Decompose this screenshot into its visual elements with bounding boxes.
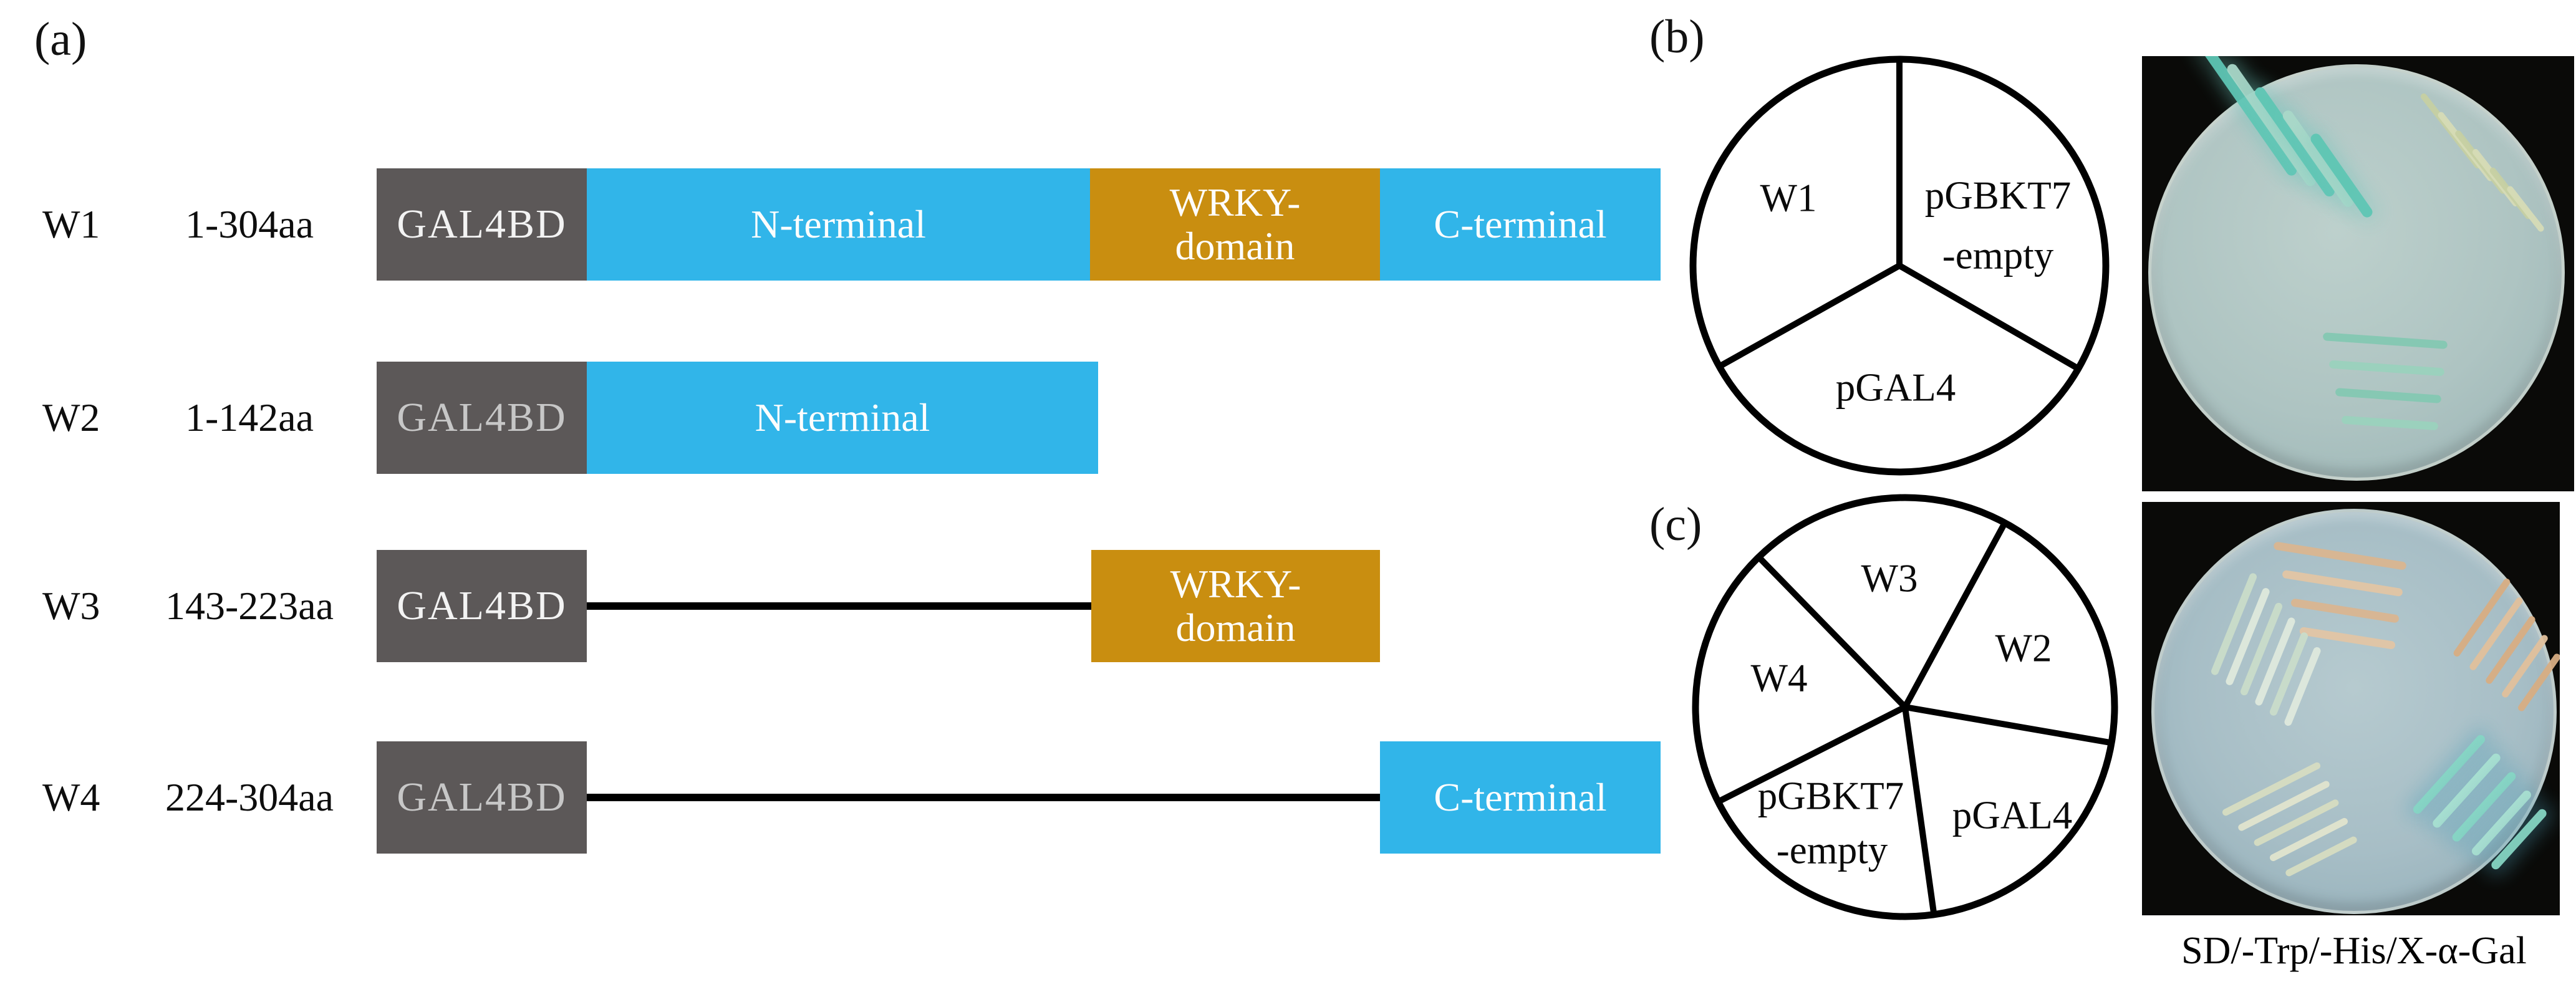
w4-linker-line <box>587 794 1380 801</box>
w2-nterminal-box: N-terminal <box>587 362 1098 474</box>
construct-w1-name: W1 <box>42 202 100 246</box>
panel-c-plate-photo <box>2142 502 2560 915</box>
w1-wrky-label-line2: domain <box>1175 224 1295 268</box>
w1-nterminal-box: N-terminal <box>587 168 1090 281</box>
w1-gal4bd-box: GAL4BD <box>377 168 587 281</box>
panel-c-sector-w3: W3 <box>1861 556 1918 600</box>
w4-gal4bd-label: GAL4BD <box>397 774 567 820</box>
panel-c-sector-w4: W4 <box>1750 656 1808 700</box>
w3-wrky-box: WRKY- domain <box>1091 550 1380 662</box>
w3-wrky-label-line1: WRKY- <box>1170 562 1301 606</box>
panel-a-label: (a) <box>34 13 87 65</box>
w1-nterminal-label: N-terminal <box>751 202 926 246</box>
panel-b-divider-lower-right <box>1898 262 2078 370</box>
construct-w4-name: W4 <box>42 775 100 819</box>
panel-c-divider-upper-left <box>1755 553 1908 710</box>
w2-gal4bd-box: GAL4BD <box>377 362 587 474</box>
w3-linker-line <box>587 602 1091 610</box>
panel-c-sector-pgbkt7-line1: pGBKT7 <box>1757 774 1904 818</box>
panel-c-divider-bottom <box>1902 706 1937 918</box>
construct-w4-range: 224-304aa <box>165 775 334 819</box>
panel-b-sector-w1: W1 <box>1760 176 1817 220</box>
panel-b-sector-pgbkt7-line1: pGBKT7 <box>1924 173 2072 218</box>
construct-w2-name: W2 <box>42 395 100 440</box>
panel-c-divider-right <box>1904 704 2115 746</box>
construct-w2-range: 1-142aa <box>185 395 314 440</box>
w3-gal4bd-box: GAL4BD <box>377 550 587 662</box>
panel-c-sector-map <box>1692 494 2118 920</box>
panel-b-sector-pgal4: pGAL4 <box>1835 365 1956 410</box>
panel-b-petri-dish <box>2148 64 2565 481</box>
panel-c-sector-w2: W2 <box>1995 626 2052 670</box>
w3-gal4bd-label: GAL4BD <box>397 583 567 628</box>
panel-b-plate-photo <box>2142 56 2574 491</box>
w2-nterminal-label: N-terminal <box>755 395 930 440</box>
w1-wrky-label-line1: WRKY- <box>1169 180 1301 224</box>
plate-caption: SD/-Trp/-His/X-α-Gal <box>2181 930 2527 972</box>
w2-gal4bd-label: GAL4BD <box>397 395 567 440</box>
panel-c-label: (c) <box>1649 498 1702 551</box>
w1-gal4bd-label: GAL4BD <box>397 201 567 247</box>
construct-w3-range: 143-223aa <box>165 584 334 628</box>
panel-c-divider-left <box>1716 704 1907 805</box>
panel-c-petri-dish <box>2151 509 2557 914</box>
panel-b-sector-pgbkt7-line2: -empty <box>1942 233 2054 277</box>
construct-w1-range: 1-304aa <box>185 202 314 246</box>
w1-cterminal-box: C-terminal <box>1380 168 1661 281</box>
w4-gal4bd-box: GAL4BD <box>377 741 587 854</box>
w4-cterminal-box: C-terminal <box>1380 741 1661 854</box>
w3-wrky-label-line2: domain <box>1175 605 1296 650</box>
w1-cterminal-label: C-terminal <box>1434 202 1607 246</box>
panel-c-sector-pgbkt7-line2: -empty <box>1776 828 1888 872</box>
panel-c-sector-pgal4: pGAL4 <box>1952 793 2073 837</box>
panel-b-sector-map <box>1689 55 2110 476</box>
panel-c-divider-upper-right <box>1902 519 2009 709</box>
panel-b-label: (b) <box>1649 11 1705 63</box>
panel-b-divider-lower-left <box>1716 262 1901 370</box>
w1-wrky-box: WRKY- domain <box>1090 168 1380 281</box>
construct-w3-name: W3 <box>42 584 100 628</box>
w4-cterminal-label: C-terminal <box>1434 775 1607 819</box>
